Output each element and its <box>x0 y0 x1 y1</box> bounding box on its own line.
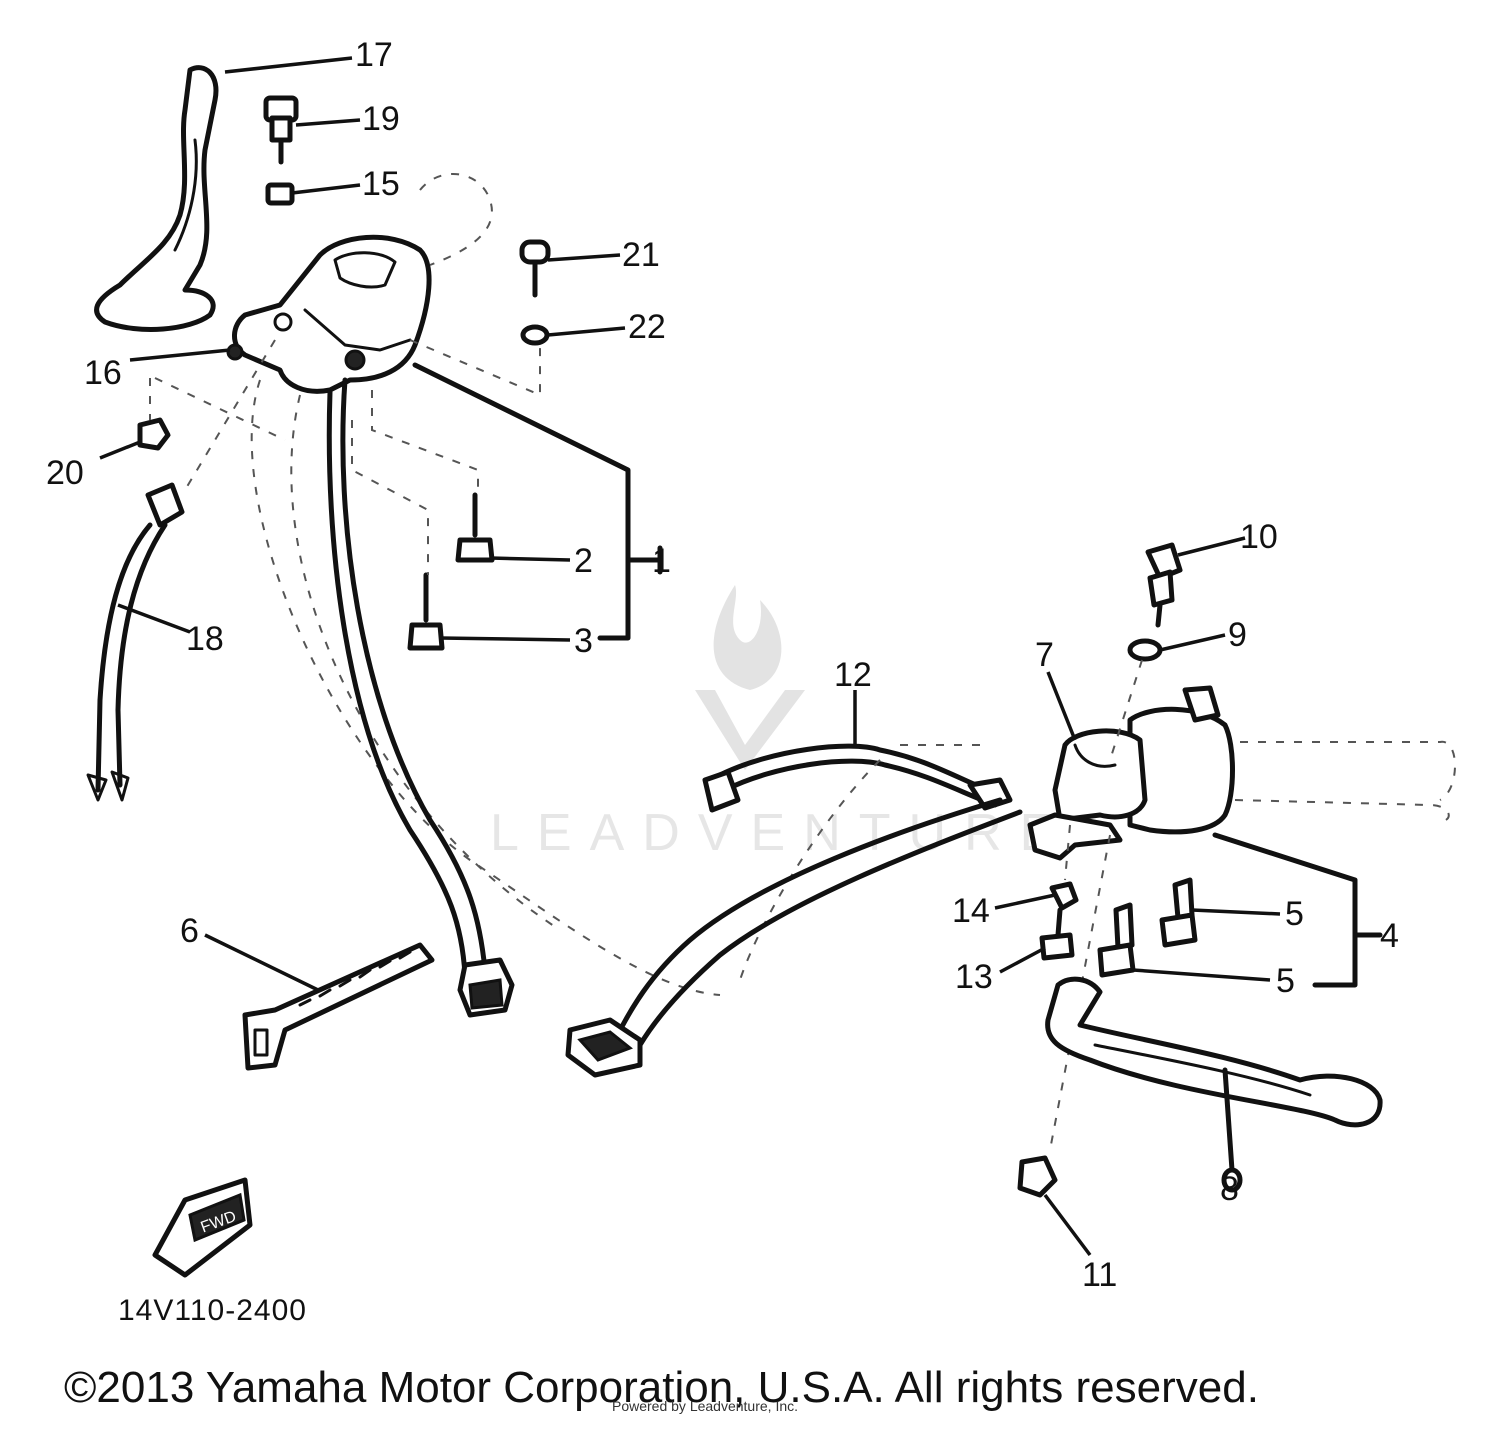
callout-5-lower: 5 <box>1276 962 1295 1000</box>
left-switch-assembly: FWD <box>86 65 721 1278</box>
part-17-bracket <box>94 65 219 332</box>
callout-3: 3 <box>574 622 593 660</box>
part-13-screw <box>1039 907 1075 961</box>
callout-11: 11 <box>1082 1256 1117 1294</box>
group-1-bracket <box>412 362 631 641</box>
right-switch-housing <box>1127 706 1235 835</box>
part-19-bolt <box>263 95 299 165</box>
part-3-screw <box>407 572 445 651</box>
callout-22: 22 <box>628 308 666 346</box>
callout-1: 1 <box>652 542 671 580</box>
part-21-screw <box>519 239 551 298</box>
part-5-screw-lower <box>1097 902 1136 978</box>
callout-16: 16 <box>84 354 122 392</box>
callout-7: 7 <box>1035 636 1054 674</box>
part-12-harness <box>717 743 1003 798</box>
callout-5-upper: 5 <box>1285 895 1304 933</box>
callout-4: 4 <box>1380 917 1399 955</box>
callout-2: 2 <box>574 542 593 580</box>
callout-6: 6 <box>180 912 199 950</box>
part-18-cable <box>86 482 185 802</box>
callout-18: 18 <box>186 620 224 658</box>
callout-9: 9 <box>1228 616 1247 654</box>
callout-14: 14 <box>952 892 990 930</box>
part-5-screw-upper <box>1159 877 1198 948</box>
brake-lever <box>1045 976 1383 1128</box>
right-switch-assembly <box>565 542 1456 1198</box>
callout-17: 17 <box>355 36 393 74</box>
part-11-nut <box>1017 1155 1058 1198</box>
powered-by-credit: Powered by Leadventure, Inc. <box>612 1398 799 1414</box>
left-switch-housing <box>232 234 432 394</box>
callout-19: 19 <box>362 100 400 138</box>
callout-12: 12 <box>834 656 872 694</box>
callout-15: 15 <box>362 165 400 203</box>
copyright-notice: ©2013 Yamaha Motor Corporation, U.S.A. A… <box>64 1363 1259 1412</box>
part-10-bolt <box>1145 542 1183 628</box>
callout-13: 13 <box>955 958 993 996</box>
callout-20: 20 <box>46 454 84 492</box>
callout-10: 10 <box>1240 518 1278 556</box>
callout-leaders <box>99 56 1281 1257</box>
diagram-code: 14V110-2400 <box>118 1294 307 1327</box>
callout-21: 21 <box>622 236 660 274</box>
callout-8: 8 <box>1220 1170 1239 1208</box>
callout-numbers: 17 19 15 21 22 16 20 2 1 3 18 10 9 7 12 … <box>46 36 1399 1294</box>
part-20-nut <box>137 417 171 451</box>
part-6-tie-strap <box>242 942 435 1071</box>
part-7-clamp <box>1052 728 1148 823</box>
watermark-text: LEADVENTURE <box>490 804 1072 862</box>
part-15-nut <box>265 182 295 206</box>
fwd-arrow-icon: FWD <box>152 1177 253 1278</box>
part-2-screw <box>455 492 495 563</box>
part-22-washer <box>520 324 550 346</box>
part-9-washer <box>1127 638 1163 662</box>
part-14-nut <box>1049 881 1079 911</box>
